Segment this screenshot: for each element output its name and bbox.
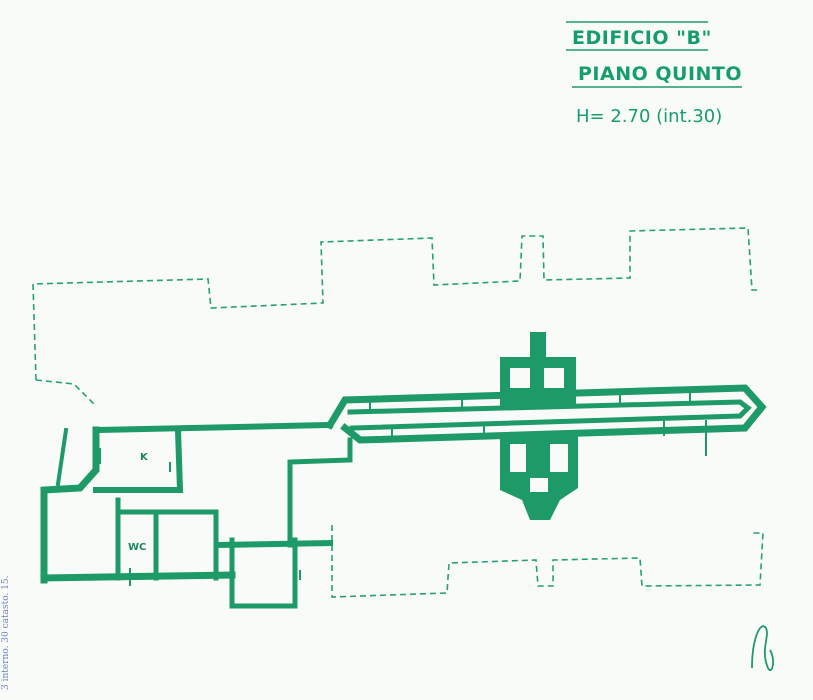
- building-outline-top: [32, 227, 760, 407]
- wc-label: WC: [128, 542, 146, 553]
- signature: [751, 625, 774, 671]
- title-block: EDIFICIO "B" PIANO QUINTO H= 2.70 (int.3…: [566, 21, 742, 127]
- ceiling-height-note: H= 2.70 (int.30): [576, 106, 722, 127]
- kitchen-label: K: [140, 452, 149, 463]
- stair-core-top: [500, 332, 576, 407]
- door-ticks: [99, 389, 707, 586]
- stair-core-bottom: [500, 434, 578, 520]
- central-corridor: [325, 384, 767, 444]
- floor-title: PIANO QUINTO: [578, 63, 742, 85]
- apartment-unit: K WC: [40, 421, 353, 609]
- margin-annotation: 3 interno. 30 catasto. 15.: [1, 575, 11, 690]
- building-outline-bottom: [331, 525, 764, 598]
- building-title: EDIFICIO "B": [572, 27, 712, 49]
